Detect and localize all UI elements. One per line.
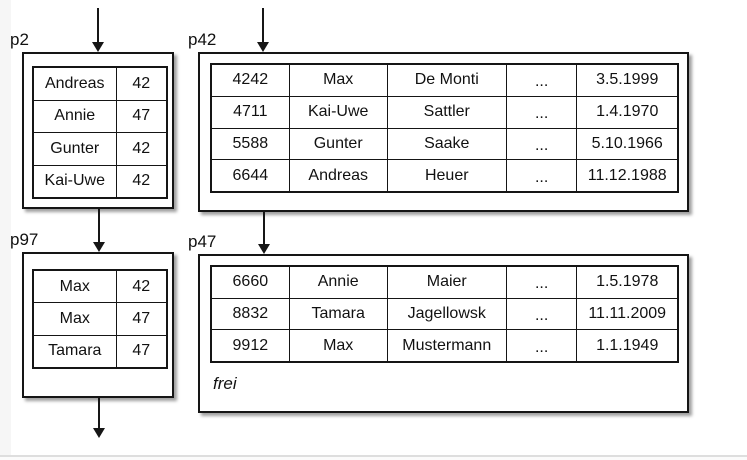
arrow-shaft <box>98 398 100 428</box>
index-key-cell: Gunter <box>34 133 117 165</box>
record-lastname-cell: Mustermann <box>388 330 507 362</box>
page-box-p42: 4242 Max De Monti ... 3.5.1999 4711 Kai-… <box>198 52 689 212</box>
free-space-label: frei <box>213 374 237 393</box>
left-margin-strip <box>0 0 11 460</box>
record-lastname-cell: Jagellowsk <box>388 298 507 330</box>
record-lastname-cell: Maier <box>388 267 507 298</box>
index-row: Tamara 47 <box>34 335 166 367</box>
record-date-cell: 5.10.1966 <box>591 134 663 152</box>
record-ellipsis-cell: ... <box>507 267 578 298</box>
index-page-cell: 47 <box>132 342 151 360</box>
arrow-into-p2-icon <box>92 8 104 52</box>
record-id-cell: 8832 <box>212 298 290 330</box>
record-lastname-cell: Sattler <box>388 96 507 128</box>
slide-bottom-edge <box>0 455 747 457</box>
index-key-cell: Annie <box>34 100 117 132</box>
slide-bottom-margin <box>0 457 747 460</box>
record-row: 4242 Max De Monti ... 3.5.1999 <box>212 65 677 97</box>
page-label-p42: p42 <box>188 30 217 49</box>
index-page-cell: 47 <box>132 309 151 327</box>
page-box-p2: Andreas 42 Annie 47 Gunter 42 Kai-Uwe 42 <box>22 52 174 209</box>
record-table-p42: 4242 Max De Monti ... 3.5.1999 4711 Kai-… <box>210 63 679 193</box>
record-firstname-cell: Kai-Uwe <box>290 96 388 128</box>
arrow-head-icon <box>93 242 105 252</box>
index-page-cell: 42 <box>132 74 151 92</box>
record-id-cell: 9912 <box>212 330 290 362</box>
record-ellipsis-cell: ... <box>507 65 578 96</box>
arrow-out-of-p97-icon <box>93 398 105 438</box>
record-firstname-cell: Max <box>290 65 388 96</box>
index-row: Gunter 42 <box>34 133 166 166</box>
arrow-shaft <box>98 209 100 242</box>
index-key-cell: Andreas <box>34 68 117 100</box>
page-label-p97: p97 <box>10 230 39 249</box>
arrow-p42-to-p47-icon <box>258 212 270 254</box>
index-row: Andreas 42 <box>34 68 166 101</box>
index-page-cell: 47 <box>132 107 151 125</box>
index-key-cell: Max <box>34 303 117 335</box>
record-date-cell: 11.12.1988 <box>587 166 667 184</box>
page-box-p97: Max 42 Max 47 Tamara 47 <box>22 252 174 398</box>
record-id-cell: 4711 <box>212 96 290 128</box>
record-date-cell: 3.5.1999 <box>596 71 659 89</box>
record-date-cell: 1.1.1949 <box>596 336 659 354</box>
index-table-p2: Andreas 42 Annie 47 Gunter 42 Kai-Uwe 42 <box>32 66 168 199</box>
record-lastname-cell: Heuer <box>388 160 507 191</box>
index-page-cell: 42 <box>132 277 151 295</box>
page-box-p47: 6660 Annie Maier ... 1.5.1978 8832 Tamar… <box>198 254 689 413</box>
index-page-cell: 42 <box>132 172 151 190</box>
record-id-cell: 6660 <box>212 267 290 298</box>
record-id-cell: 5588 <box>212 128 290 160</box>
arrow-head-icon <box>257 42 269 52</box>
record-row: 4711 Kai-Uwe Sattler ... 1.4.1970 <box>212 96 677 129</box>
index-table-p97: Max 42 Max 47 Tamara 47 <box>32 269 168 369</box>
arrow-head-icon <box>258 244 270 254</box>
record-row: 9912 Max Mustermann ... 1.1.1949 <box>212 330 677 362</box>
record-ellipsis-cell: ... <box>507 160 578 191</box>
arrow-head-icon <box>92 42 104 52</box>
index-row: Max 42 <box>34 271 166 304</box>
record-firstname-cell: Max <box>290 330 388 362</box>
arrow-head-icon <box>93 428 105 438</box>
index-key-cell: Kai-Uwe <box>34 165 117 197</box>
record-id-cell: 6644 <box>212 160 290 191</box>
record-table-p47: 6660 Annie Maier ... 1.5.1978 8832 Tamar… <box>210 265 679 363</box>
record-ellipsis-cell: ... <box>507 298 578 330</box>
arrow-shaft <box>97 8 99 42</box>
record-firstname-cell: Annie <box>290 267 388 298</box>
record-row: 6660 Annie Maier ... 1.5.1978 <box>212 267 677 299</box>
record-firstname-cell: Andreas <box>290 160 388 191</box>
arrow-p2-to-p97-icon <box>93 209 105 252</box>
record-ellipsis-cell: ... <box>507 128 578 160</box>
record-lastname-cell: Saake <box>388 128 507 160</box>
arrow-into-p42-icon <box>257 8 269 52</box>
record-date-cell: 1.5.1978 <box>596 273 659 291</box>
record-ellipsis-cell: ... <box>507 330 578 362</box>
record-id-cell: 4242 <box>212 65 290 96</box>
record-row: 6644 Andreas Heuer ... 11.12.1988 <box>212 160 677 191</box>
arrow-shaft <box>262 8 264 42</box>
index-row: Annie 47 <box>34 100 166 133</box>
page-label-p47: p47 <box>188 232 217 251</box>
record-date-cell: 11.11.2009 <box>588 305 667 322</box>
record-firstname-cell: Tamara <box>290 298 388 330</box>
index-row: Max 47 <box>34 303 166 336</box>
arrow-shaft <box>263 212 265 244</box>
page-label-p2: p2 <box>10 30 29 49</box>
record-row: 5588 Gunter Saake ... 5.10.1966 <box>212 128 677 161</box>
record-lastname-cell: De Monti <box>388 65 507 96</box>
index-key-cell: Tamara <box>34 335 117 367</box>
record-row: 8832 Tamara Jagellowsk ... 11.11.2009 <box>212 298 677 331</box>
record-firstname-cell: Gunter <box>290 128 388 160</box>
index-key-cell: Max <box>34 271 117 303</box>
record-ellipsis-cell: ... <box>507 96 578 128</box>
index-page-cell: 42 <box>132 139 151 157</box>
record-date-cell: 1.4.1970 <box>596 103 659 121</box>
index-row: Kai-Uwe 42 <box>34 165 166 197</box>
